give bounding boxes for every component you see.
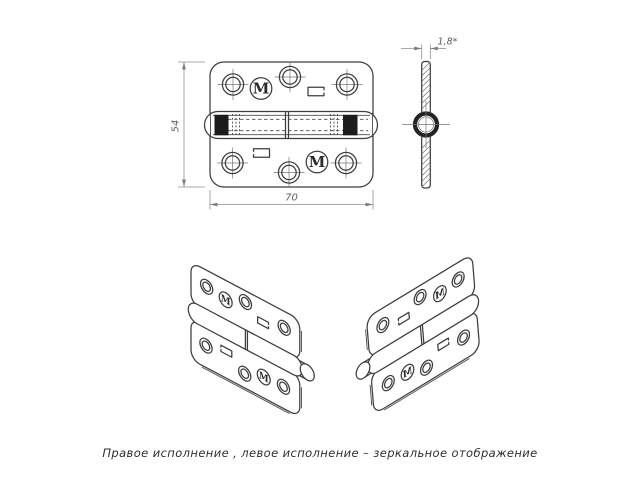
thickness-dim-label: 1,8* bbox=[438, 37, 458, 48]
dimension-height: 54 bbox=[171, 61, 205, 188]
logo-stamp: М bbox=[250, 78, 272, 100]
barrel-end-view bbox=[402, 101, 450, 148]
height-dim-label: 54 bbox=[171, 120, 182, 133]
iso-view-left-version bbox=[352, 252, 482, 424]
bearing-insert-left bbox=[214, 114, 229, 136]
front-view: М М 54 bbox=[171, 60, 378, 210]
logo-stamp: М bbox=[306, 151, 328, 173]
width-dim-label: 70 bbox=[285, 193, 298, 204]
caption: Правое исполнение , левое исполнение – з… bbox=[102, 446, 538, 460]
logo-letter: М bbox=[253, 80, 270, 98]
hinge-barrel bbox=[205, 112, 378, 139]
dimension-width: 70 bbox=[209, 190, 374, 210]
logo-letter: М bbox=[309, 153, 326, 171]
side-view: 1,8* bbox=[401, 37, 458, 189]
dimension-thickness: 1,8* bbox=[401, 37, 458, 59]
bearing-insert-right bbox=[343, 114, 358, 136]
iso-view-right-version bbox=[188, 261, 314, 427]
